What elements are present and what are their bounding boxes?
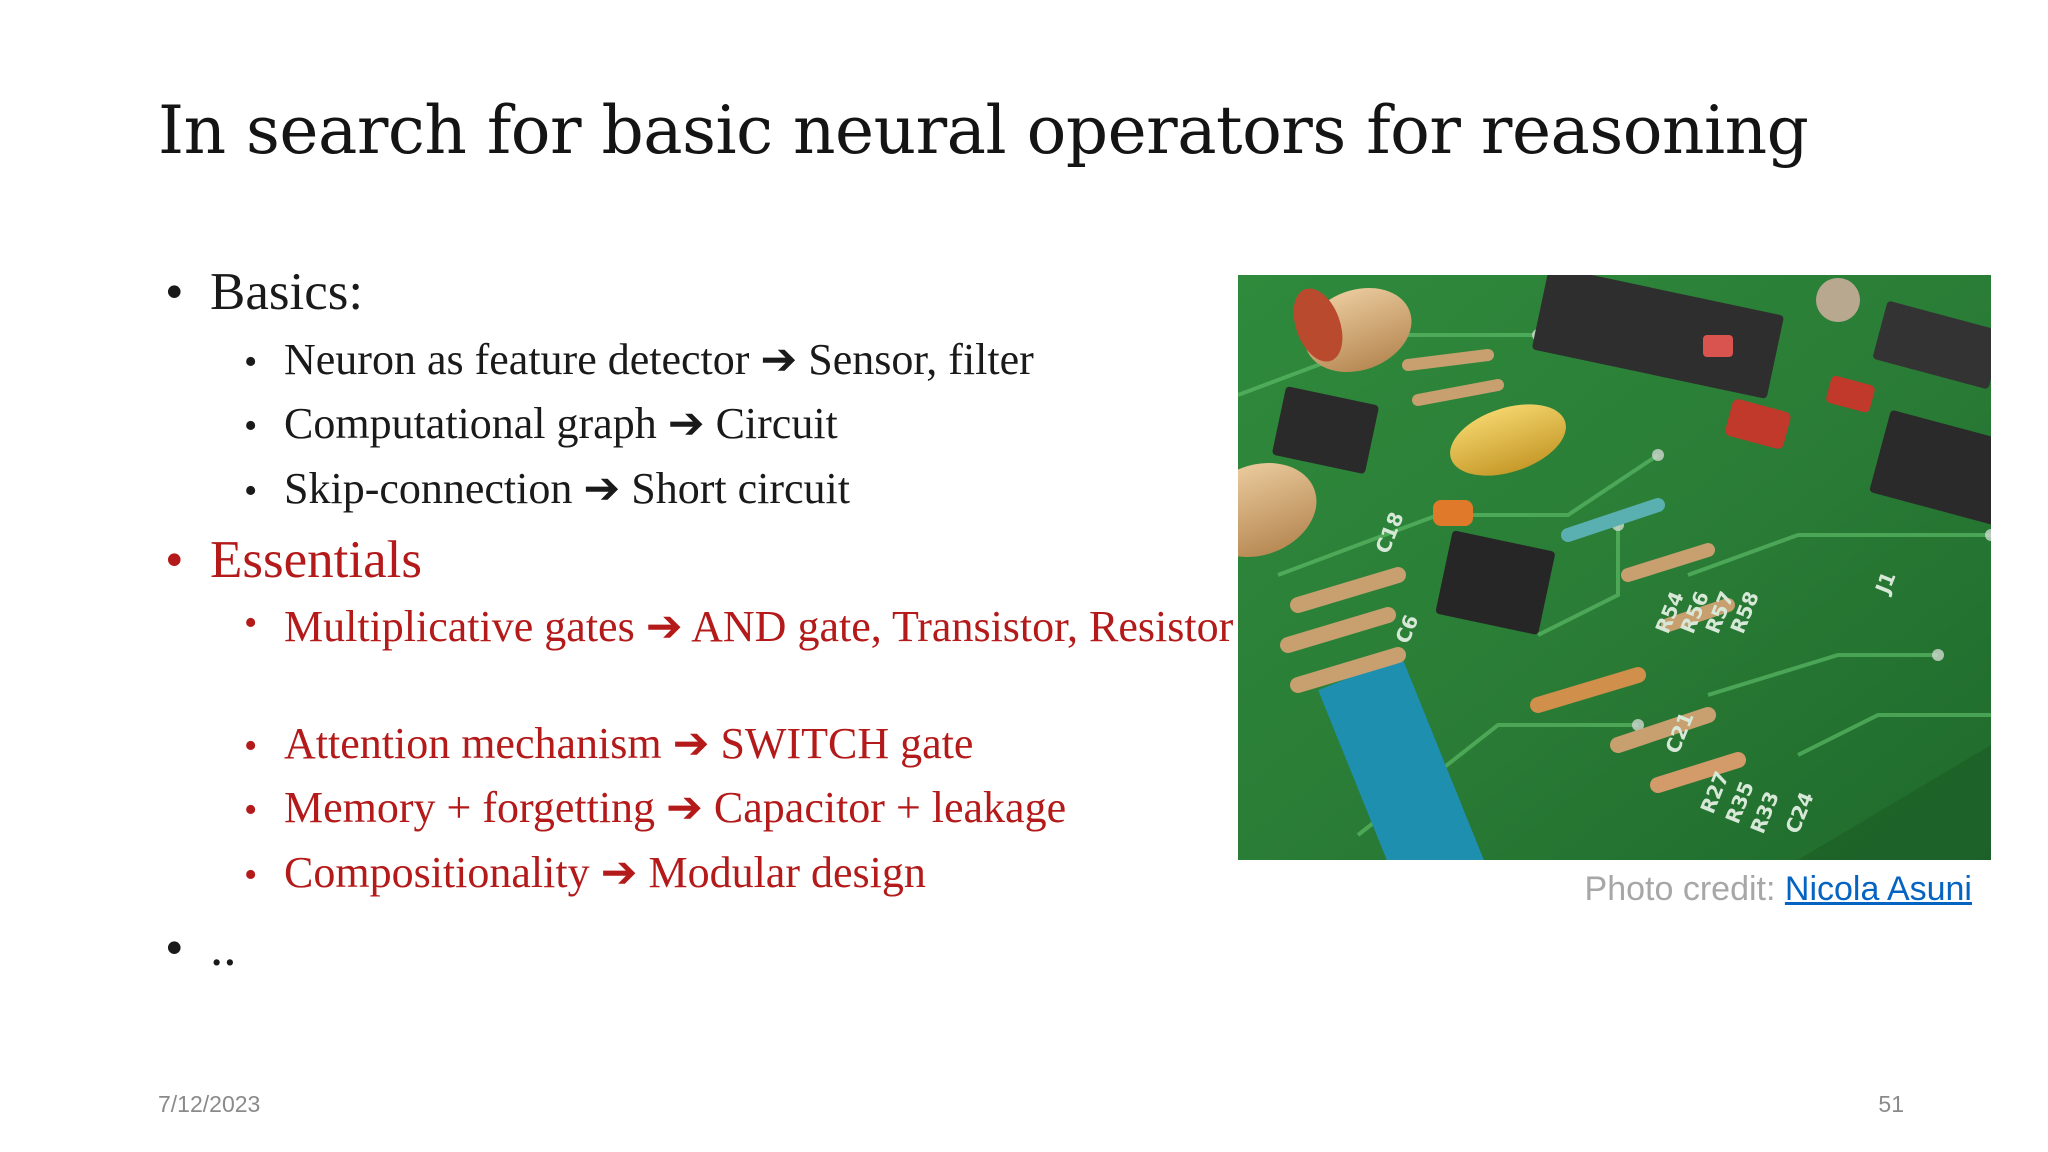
slide-title: In search for basic neural operators for… [158, 92, 1809, 169]
sub-bullet-text: Compositionality ➔ Modular design [284, 848, 926, 897]
bullet-basics-text: Basics: [210, 263, 364, 321]
circuit-board-photo: R54 R56 R57 R58 C21 R27 R35 R33 C24 C18 … [1238, 275, 1991, 860]
bullet-dot: • [165, 531, 184, 589]
sub-bullet-text: Neuron as feature detector ➔ Sensor, fil… [284, 335, 1034, 384]
bullet-dot: • [244, 725, 258, 767]
bullet-more: •.. [165, 918, 237, 978]
photo-credit-prefix: Photo credit: [1584, 870, 1785, 908]
bullet-dot: • [244, 854, 258, 896]
bullet-dot: • [244, 470, 258, 512]
bullet-dot: • [165, 919, 184, 977]
bullet-dot: • [244, 789, 258, 831]
bullet-dot: • [244, 405, 258, 447]
bullet-essentials: • Essentials [165, 530, 422, 590]
photo-credit: Photo credit: Nicola Asuni [1585, 870, 1972, 909]
sub-bullet-text: Memory + forgetting ➔ Capacitor + leakag… [284, 783, 1067, 832]
sub-bullet: • Multiplicative gates ➔ AND gate, Transi… [244, 601, 1244, 653]
sub-bullet-text: Multiplicative gates ➔ AND gate, Transis… [284, 602, 1234, 651]
sub-bullet-text: Skip-connection ➔ Short circuit [284, 464, 850, 513]
footer-date: 7/12/2023 [158, 1091, 261, 1117]
sub-bullet-text: Computational graph ➔ Circuit [284, 399, 838, 448]
bullet-more-text: .. [210, 919, 237, 977]
circuit-board-illustration: R54 R56 R57 R58 C21 R27 R35 R33 C24 C18 … [1238, 275, 1991, 860]
bullet-basics: • Basics: [165, 262, 363, 322]
sub-bullet: • Neuron as feature detector ➔ Sensor, fi… [244, 334, 1034, 385]
sub-bullet-text: Attention mechanism ➔ SWITCH gate [284, 719, 974, 768]
bullet-dot: • [244, 602, 258, 644]
sub-bullet: • Compositionality ➔ Modular design [244, 847, 926, 898]
photo-credit-link[interactable]: Nicola Asuni [1784, 870, 1972, 908]
sub-bullet: • Skip-connection ➔ Short circuit [244, 463, 850, 514]
bullet-essentials-text: Essentials [210, 531, 422, 589]
bullet-dot: • [244, 341, 258, 383]
sub-bullet: • Memory + forgetting ➔ Capacitor + leaka… [244, 782, 1066, 833]
slide-number: 51 [1878, 1091, 1904, 1117]
sub-bullet: • Computational graph ➔ Circuit [244, 398, 838, 449]
sub-bullet: • Attention mechanism ➔ SWITCH gate [244, 718, 973, 769]
bullet-dot: • [165, 263, 184, 321]
